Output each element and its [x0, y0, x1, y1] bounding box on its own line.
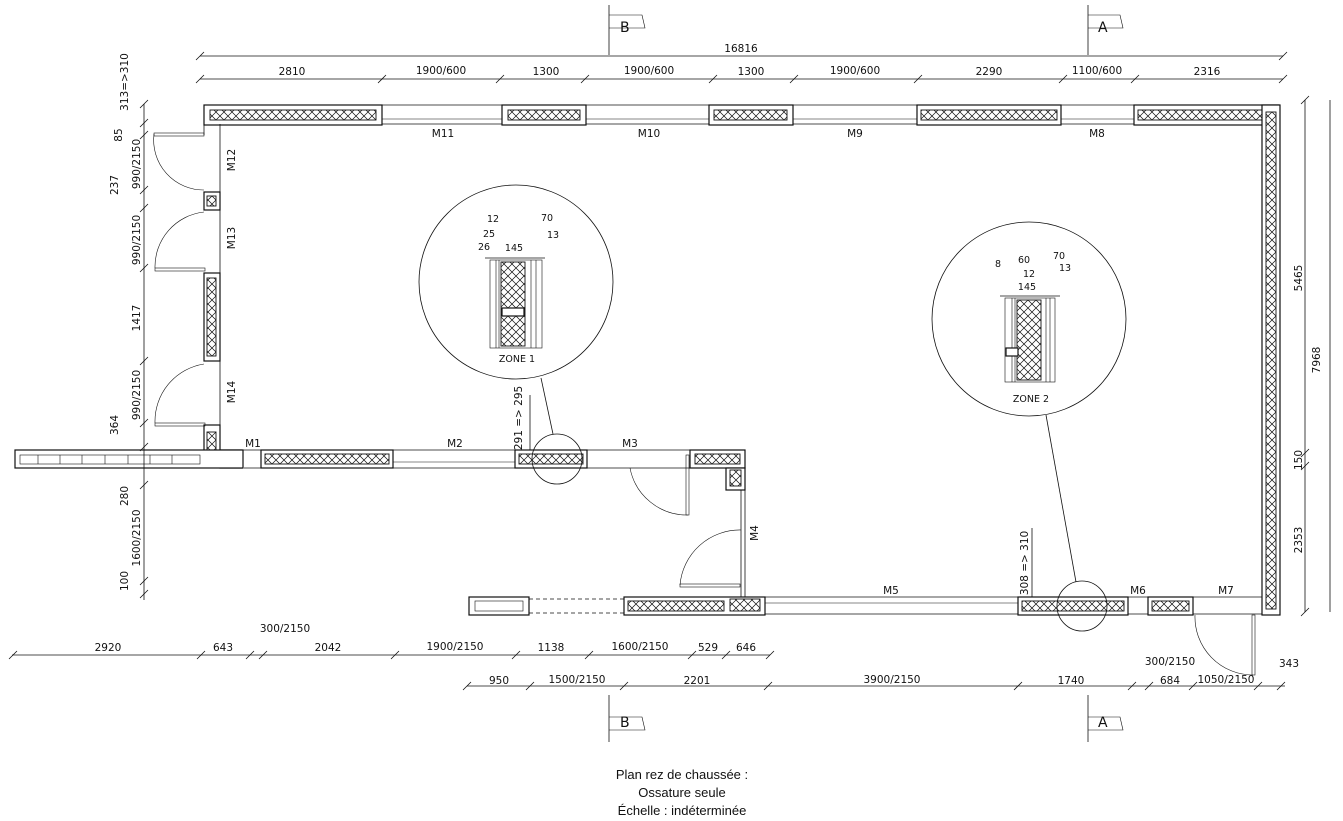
- bottom-dimension-row-2: 950 1500/2150 2201 3900/2150 1740 300/21…: [462, 656, 1299, 691]
- svg-text:646: 646: [736, 642, 756, 654]
- svg-text:1900/600: 1900/600: [624, 65, 674, 77]
- svg-text:70: 70: [1053, 251, 1065, 262]
- svg-text:12: 12: [487, 214, 499, 225]
- svg-text:60: 60: [1018, 255, 1030, 266]
- svg-text:13: 13: [547, 230, 559, 241]
- svg-text:2353: 2353: [1293, 527, 1305, 554]
- label-m10: M10: [638, 128, 660, 140]
- section-marker-b-bottom: B: [608, 695, 646, 742]
- label-m11: M11: [432, 128, 454, 140]
- svg-text:529: 529: [698, 642, 718, 654]
- label-m6: M6: [1130, 585, 1146, 597]
- label-m9: M9: [847, 128, 863, 140]
- svg-text:1900/600: 1900/600: [830, 65, 880, 77]
- svg-text:150: 150: [1293, 450, 1305, 470]
- svg-text:2810: 2810: [279, 66, 306, 78]
- label-m7: M7: [1218, 585, 1234, 597]
- label-m8: M8: [1089, 128, 1105, 140]
- svg-text:990/2150: 990/2150: [131, 370, 143, 420]
- label-m12: M12: [226, 149, 238, 171]
- svg-text:300/2150: 300/2150: [1145, 656, 1195, 668]
- label-m3: M3: [622, 438, 638, 450]
- svg-text:291 => 295: 291 => 295: [513, 386, 525, 450]
- svg-text:25: 25: [483, 229, 495, 240]
- right-dimension-chain: 5465 7968 150 2353: [1293, 95, 1331, 617]
- svg-text:2042: 2042: [315, 642, 342, 654]
- label-m4: M4: [749, 525, 761, 541]
- svg-text:343: 343: [1279, 658, 1299, 670]
- section-marker-a-bottom: A: [1087, 695, 1124, 742]
- svg-text:1740: 1740: [1058, 675, 1085, 687]
- svg-text:1900/600: 1900/600: [416, 65, 466, 77]
- svg-text:313=>310: 313=>310: [119, 53, 131, 111]
- svg-text:B: B: [620, 20, 630, 36]
- label-m14: M14: [226, 380, 238, 403]
- svg-text:1300: 1300: [533, 66, 560, 78]
- svg-text:12: 12: [1023, 269, 1035, 280]
- svg-text:950: 950: [489, 675, 509, 687]
- caption-line-1: Plan rez de chaussée :: [615, 767, 749, 782]
- svg-text:1300: 1300: [738, 66, 765, 78]
- opening-labels: M11 M10 M9 M8 M1 M2 M3 M5 M6 M7 M12 M13 …: [226, 128, 1234, 597]
- svg-text:2290: 2290: [976, 66, 1003, 78]
- svg-text:B: B: [620, 715, 630, 731]
- label-m13: M13: [226, 227, 238, 249]
- svg-text:13: 13: [1059, 263, 1071, 274]
- vertical-notes: 291 => 295 308 => 310: [513, 386, 1033, 597]
- svg-text:145: 145: [1018, 282, 1036, 293]
- zone2-title: ZONE 2: [1013, 394, 1049, 405]
- svg-text:1600/2150: 1600/2150: [612, 641, 669, 653]
- svg-text:8: 8: [995, 259, 1001, 270]
- svg-text:300/2150: 300/2150: [260, 623, 310, 635]
- svg-text:364: 364: [109, 415, 121, 435]
- svg-text:2316: 2316: [1194, 66, 1221, 78]
- left-dimension-chain: 313=>310 85 990/2150 237 990/2150 1417 9…: [109, 53, 149, 600]
- caption-line-3: Échelle : indéterminée: [617, 803, 747, 818]
- svg-text:26: 26: [478, 242, 490, 253]
- building-walls: [14, 104, 1281, 616]
- svg-text:990/2150: 990/2150: [131, 215, 143, 265]
- svg-text:1600/2150: 1600/2150: [131, 510, 143, 567]
- svg-text:145: 145: [505, 243, 523, 254]
- plan-caption: Plan rez de chaussée : Ossature seule Éc…: [0, 766, 1343, 820]
- top-dimension-overall: 16816: [195, 43, 1288, 61]
- zone1-title: ZONE 1: [499, 354, 535, 365]
- svg-text:5465: 5465: [1293, 265, 1305, 292]
- section-marker-a-top: A: [1087, 5, 1124, 55]
- label-m5: M5: [883, 585, 899, 597]
- svg-text:1100/600: 1100/600: [1072, 65, 1122, 77]
- svg-text:1050/2150: 1050/2150: [1198, 674, 1255, 686]
- svg-text:16816: 16816: [724, 43, 758, 55]
- svg-text:7968: 7968: [1311, 347, 1323, 374]
- window-openings: [382, 118, 1134, 604]
- svg-text:643: 643: [213, 642, 233, 654]
- top-dimension-chain: 2810 1900/600 1300 1900/600 1300 1900/60…: [195, 65, 1288, 84]
- svg-text:990/2150: 990/2150: [131, 139, 143, 189]
- svg-text:3900/2150: 3900/2150: [864, 674, 921, 686]
- svg-text:1900/2150: 1900/2150: [427, 641, 484, 653]
- svg-text:A: A: [1098, 20, 1108, 36]
- svg-text:1417: 1417: [131, 305, 143, 332]
- svg-text:2920: 2920: [95, 642, 122, 654]
- svg-text:2201: 2201: [684, 675, 711, 687]
- section-marker-b-top: B: [608, 5, 646, 55]
- label-m1: M1: [245, 438, 261, 450]
- svg-text:308 => 310: 308 => 310: [1019, 531, 1031, 595]
- svg-text:100: 100: [119, 571, 131, 591]
- svg-text:85: 85: [113, 128, 125, 141]
- label-m2: M2: [447, 438, 463, 450]
- zone1-detail: 12 70 25 13 26 145 ZONE 1: [418, 184, 614, 485]
- svg-text:237: 237: [109, 175, 121, 195]
- zone2-detail: 8 60 70 12 13 145 ZONE 2: [931, 221, 1127, 632]
- caption-line-2: Ossature seule: [638, 785, 726, 800]
- svg-text:1500/2150: 1500/2150: [549, 674, 606, 686]
- svg-text:1138: 1138: [538, 642, 565, 654]
- svg-text:A: A: [1098, 715, 1108, 731]
- bottom-dimension-row-1: 2920 643 300/2150 2042 1900/2150 1138 16…: [8, 623, 775, 660]
- svg-text:684: 684: [1160, 675, 1180, 687]
- svg-text:70: 70: [541, 213, 553, 224]
- door-swings: [153, 132, 1256, 676]
- svg-text:280: 280: [119, 486, 131, 506]
